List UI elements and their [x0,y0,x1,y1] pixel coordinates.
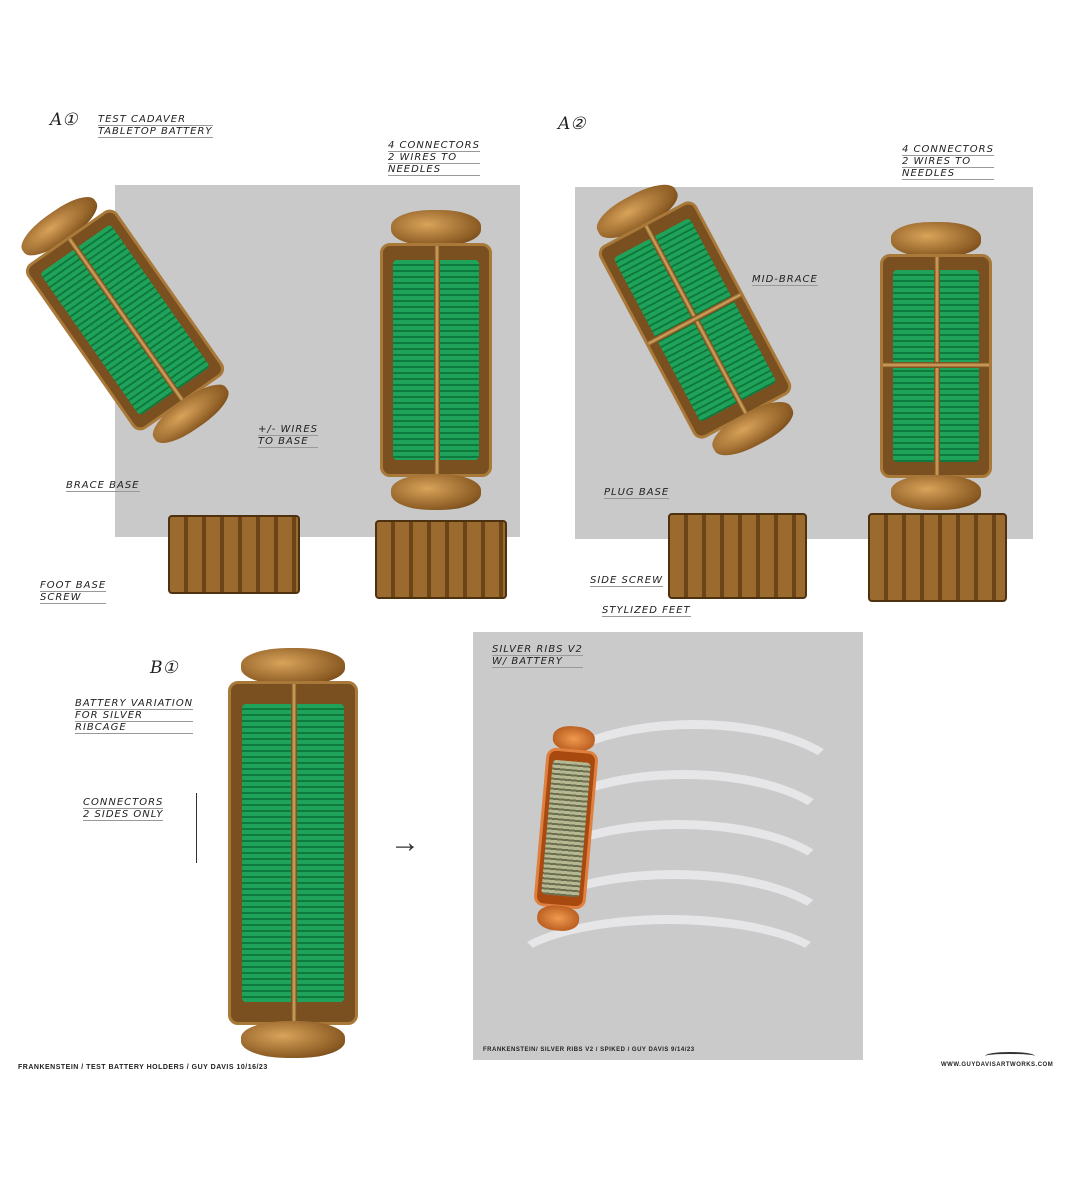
silver-ribcage [495,700,853,1020]
marker-a1: A① [50,110,78,130]
a1-brace-base: BRACE BASE [66,480,140,492]
battery-b1 [228,648,358,1058]
a2-side-screw: SIDE SCREW [590,575,663,587]
arrow-right-icon: → [390,826,420,859]
bracket-line [188,793,197,863]
website: WWW.GUYDAVISARTWORKS.COM [941,1062,1054,1068]
ribs-caption: FRANKENSTEIN/ SILVER RIBS V2 / SPIKED / … [483,1047,695,1053]
a2-stylized-feet: STYLIZED FEET [602,605,691,617]
brace-base-assembled [375,520,507,599]
artist-signature [985,1052,1035,1060]
battery-a2-upright [880,222,992,510]
brace-base [168,515,300,594]
a2-plug-base: PLUG BASE [604,487,670,499]
a2-mid-brace: MID-BRACE [752,274,818,286]
footer-caption: FRANKENSTEIN / TEST BATTERY HOLDERS / GU… [18,1064,268,1071]
plug-base [668,513,807,599]
marker-a2: A② [558,114,586,134]
battery-a1-upright [380,210,492,510]
plug-base-assembled [868,513,1007,602]
marker-b1: B① [150,658,178,678]
